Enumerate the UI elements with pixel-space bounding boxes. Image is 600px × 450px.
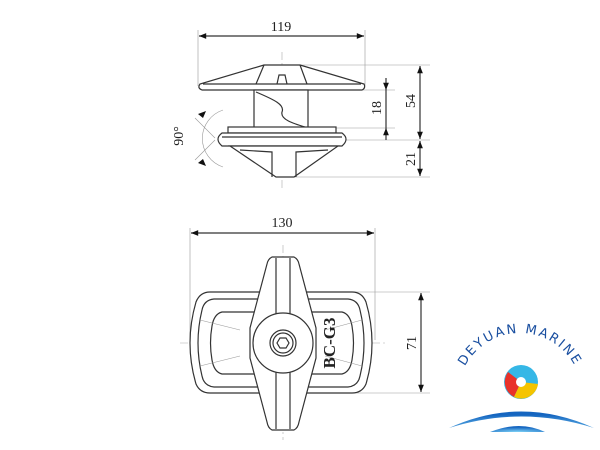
top-view: BC-G3 130 71 bbox=[180, 216, 430, 440]
dimension-130: 130 bbox=[272, 216, 293, 231]
dimension-54: 54 bbox=[404, 94, 419, 108]
angle-90: 90° bbox=[172, 126, 187, 146]
side-view: 119 18 54 21 90° bbox=[172, 20, 430, 190]
logo-text: DEYUAN MARINE bbox=[455, 322, 584, 369]
logo-wave-icon bbox=[449, 411, 594, 428]
dimension-71: 71 bbox=[405, 336, 420, 350]
dimension-18: 18 bbox=[370, 101, 385, 115]
part-label: BC-G3 bbox=[320, 318, 339, 369]
dimension-21: 21 bbox=[404, 152, 419, 166]
dimension-119: 119 bbox=[271, 20, 291, 35]
deyuan-marine-logo: DEYUAN MARINE bbox=[449, 322, 594, 432]
